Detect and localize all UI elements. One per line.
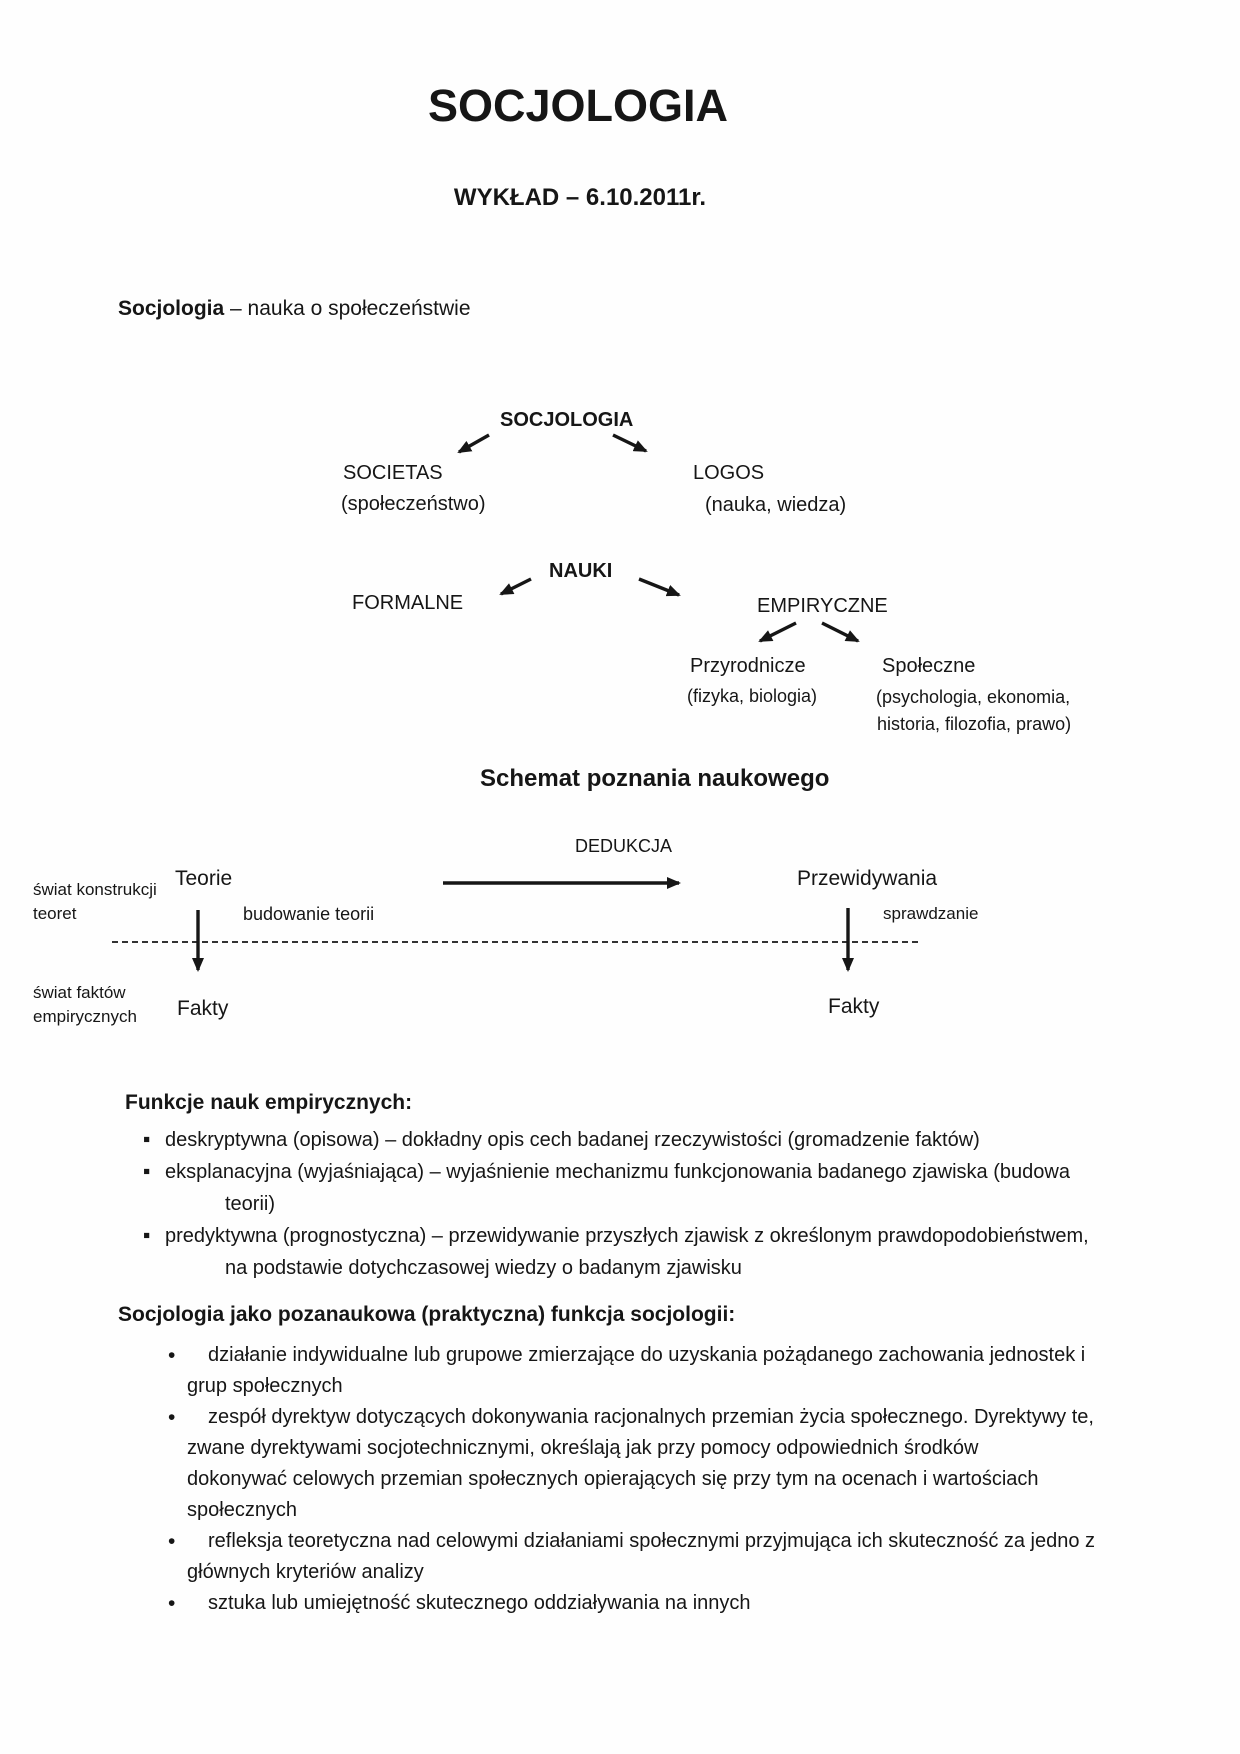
arrow-empiryczne-przyrodnicze <box>758 621 797 643</box>
intro-definition: Socjologia – nauka o społeczeństwie <box>118 297 471 321</box>
schema-fakty-right-label: Fakty <box>828 995 880 1018</box>
bullet-icon: ▪ <box>143 1160 151 1183</box>
schema-world-theory-line2: teoret <box>33 904 77 923</box>
sciences-root-label: NAUKI <box>549 560 613 582</box>
bullet-icon: • <box>168 1530 176 1553</box>
list-item-line: zespół dyrektyw dotyczących dokonywania … <box>208 1406 1094 1428</box>
schema-heading: Schemat poznania naukowego <box>480 765 830 792</box>
list-item-line: deskryptywna (opisowa) – dokładny opis c… <box>165 1129 980 1151</box>
list-item-line: dokonywać celowych przemian społecznych … <box>187 1468 1039 1490</box>
schema-budowanie-teorii-label: budowanie teorii <box>243 904 375 924</box>
lecture-subtitle: WYKŁAD – 6.10.2011r. <box>453 184 707 211</box>
list-item-line: społecznych <box>187 1499 298 1521</box>
funkcje-bullet-list: ▪ deskryptywna (opisowa) – dokładny opis … <box>143 1124 1089 1284</box>
list-item-line: sztuka lub umiejętność skutecznego oddzi… <box>208 1592 751 1614</box>
sciences-przyrodnicze-gloss: (fizyka, biologia) <box>687 686 818 706</box>
list-item: ▪ deskryptywna (opisowa) – dokładny opis … <box>143 1124 1089 1156</box>
list-item-line: teorii) <box>225 1193 276 1215</box>
arrow-nauki-formalne <box>499 577 532 596</box>
list-item: • działanie indywidualne lub grupowe zmie… <box>168 1340 1095 1402</box>
etymology-root-label: SOCJOLOGIA <box>500 409 634 431</box>
list-item-line: głównych kryteriów analizy <box>187 1561 424 1583</box>
bullet-icon: • <box>168 1592 176 1615</box>
list-item-line: predyktywna (prognostyczna) – przewidywa… <box>165 1225 1089 1247</box>
list-item: ▪ predyktywna (prognostyczna) – przewidyw… <box>143 1220 1089 1284</box>
sciences-empiryczne-label: EMPIRYCZNE <box>757 595 888 617</box>
list-item-line: zwane dyrektywami socjotechnicznymi, okr… <box>187 1437 979 1459</box>
list-item: • refleksja teoretyczna nad celowymi dzia… <box>168 1526 1096 1588</box>
sciences-spoleczne-gloss-line2: historia, filozofia, prawo) <box>877 714 1072 734</box>
list-item: ▪ eksplanacyjna (wyjaśniająca) – wyjaśnie… <box>143 1156 1089 1220</box>
sciences-spoleczne-gloss-line1: (psychologia, ekonomia, <box>876 687 1071 707</box>
schema-world-theory-line1: świat konstrukcji <box>33 880 157 899</box>
schema-dedukcja-label: DEDUKCJA <box>575 836 673 856</box>
bullet-icon: ▪ <box>143 1128 151 1151</box>
section-heading-funkcje: Funkcje nauk empirycznych: <box>125 1091 413 1114</box>
arrow-socjologia-societas <box>457 433 490 454</box>
list-item-line: refleksja teoretyczna nad celowymi dział… <box>208 1530 1096 1552</box>
etymology-right-label: LOGOS <box>693 462 765 484</box>
praktyczna-bullet-list: • działanie indywidualne lub grupowe zmie… <box>168 1340 1096 1619</box>
etymology-right-gloss: (nauka, wiedza) <box>705 494 847 516</box>
list-item: • zespół dyrektyw dotyczących dokonywania… <box>168 1402 1095 1526</box>
list-item: • sztuka lub umiejętność skutecznego oddz… <box>168 1588 1095 1619</box>
schema-fakty-left-label: Fakty <box>177 997 229 1020</box>
sciences-spoleczne-label: Społeczne <box>882 655 976 677</box>
list-item-line: na podstawie dotychczasowej wiedzy o bad… <box>225 1257 742 1279</box>
page-title: SOCJOLOGIA <box>427 80 729 131</box>
intro-term: Socjologia <box>118 297 225 320</box>
schema-teorie-label: Teorie <box>175 867 233 890</box>
bullet-icon: ▪ <box>143 1224 151 1247</box>
sciences-formalne-label: FORMALNE <box>352 592 464 614</box>
bullet-icon: • <box>168 1344 176 1367</box>
etymology-left-label: SOCIETAS <box>343 462 443 484</box>
intro-rest: – nauka o społeczeństwie <box>224 297 471 320</box>
schema-przewidywania-label: Przewidywania <box>797 867 938 890</box>
section-heading-praktyczna: Socjologia jako pozanaukowa (praktyczna)… <box>118 1303 736 1326</box>
arrow-empiryczne-spoleczne <box>821 621 860 643</box>
list-item-line: eksplanacyjna (wyjaśniająca) – wyjaśnien… <box>165 1161 1070 1183</box>
arrow-nauki-empiryczne <box>638 577 681 597</box>
list-item-line: działanie indywidualne lub grupowe zmier… <box>208 1344 1086 1366</box>
bullet-icon: • <box>168 1406 176 1429</box>
sciences-przyrodnicze-label: Przyrodnicze <box>690 655 806 677</box>
schema-world-facts-line2: empirycznych <box>33 1007 137 1026</box>
schema-world-facts-line1: świat faktów <box>33 983 126 1002</box>
arrow-socjologia-logos <box>612 433 648 453</box>
schema-sprawdzanie-label: sprawdzanie <box>883 904 979 923</box>
etymology-left-gloss: (społeczeństwo) <box>341 493 486 515</box>
list-item-line: grup społecznych <box>187 1375 343 1397</box>
